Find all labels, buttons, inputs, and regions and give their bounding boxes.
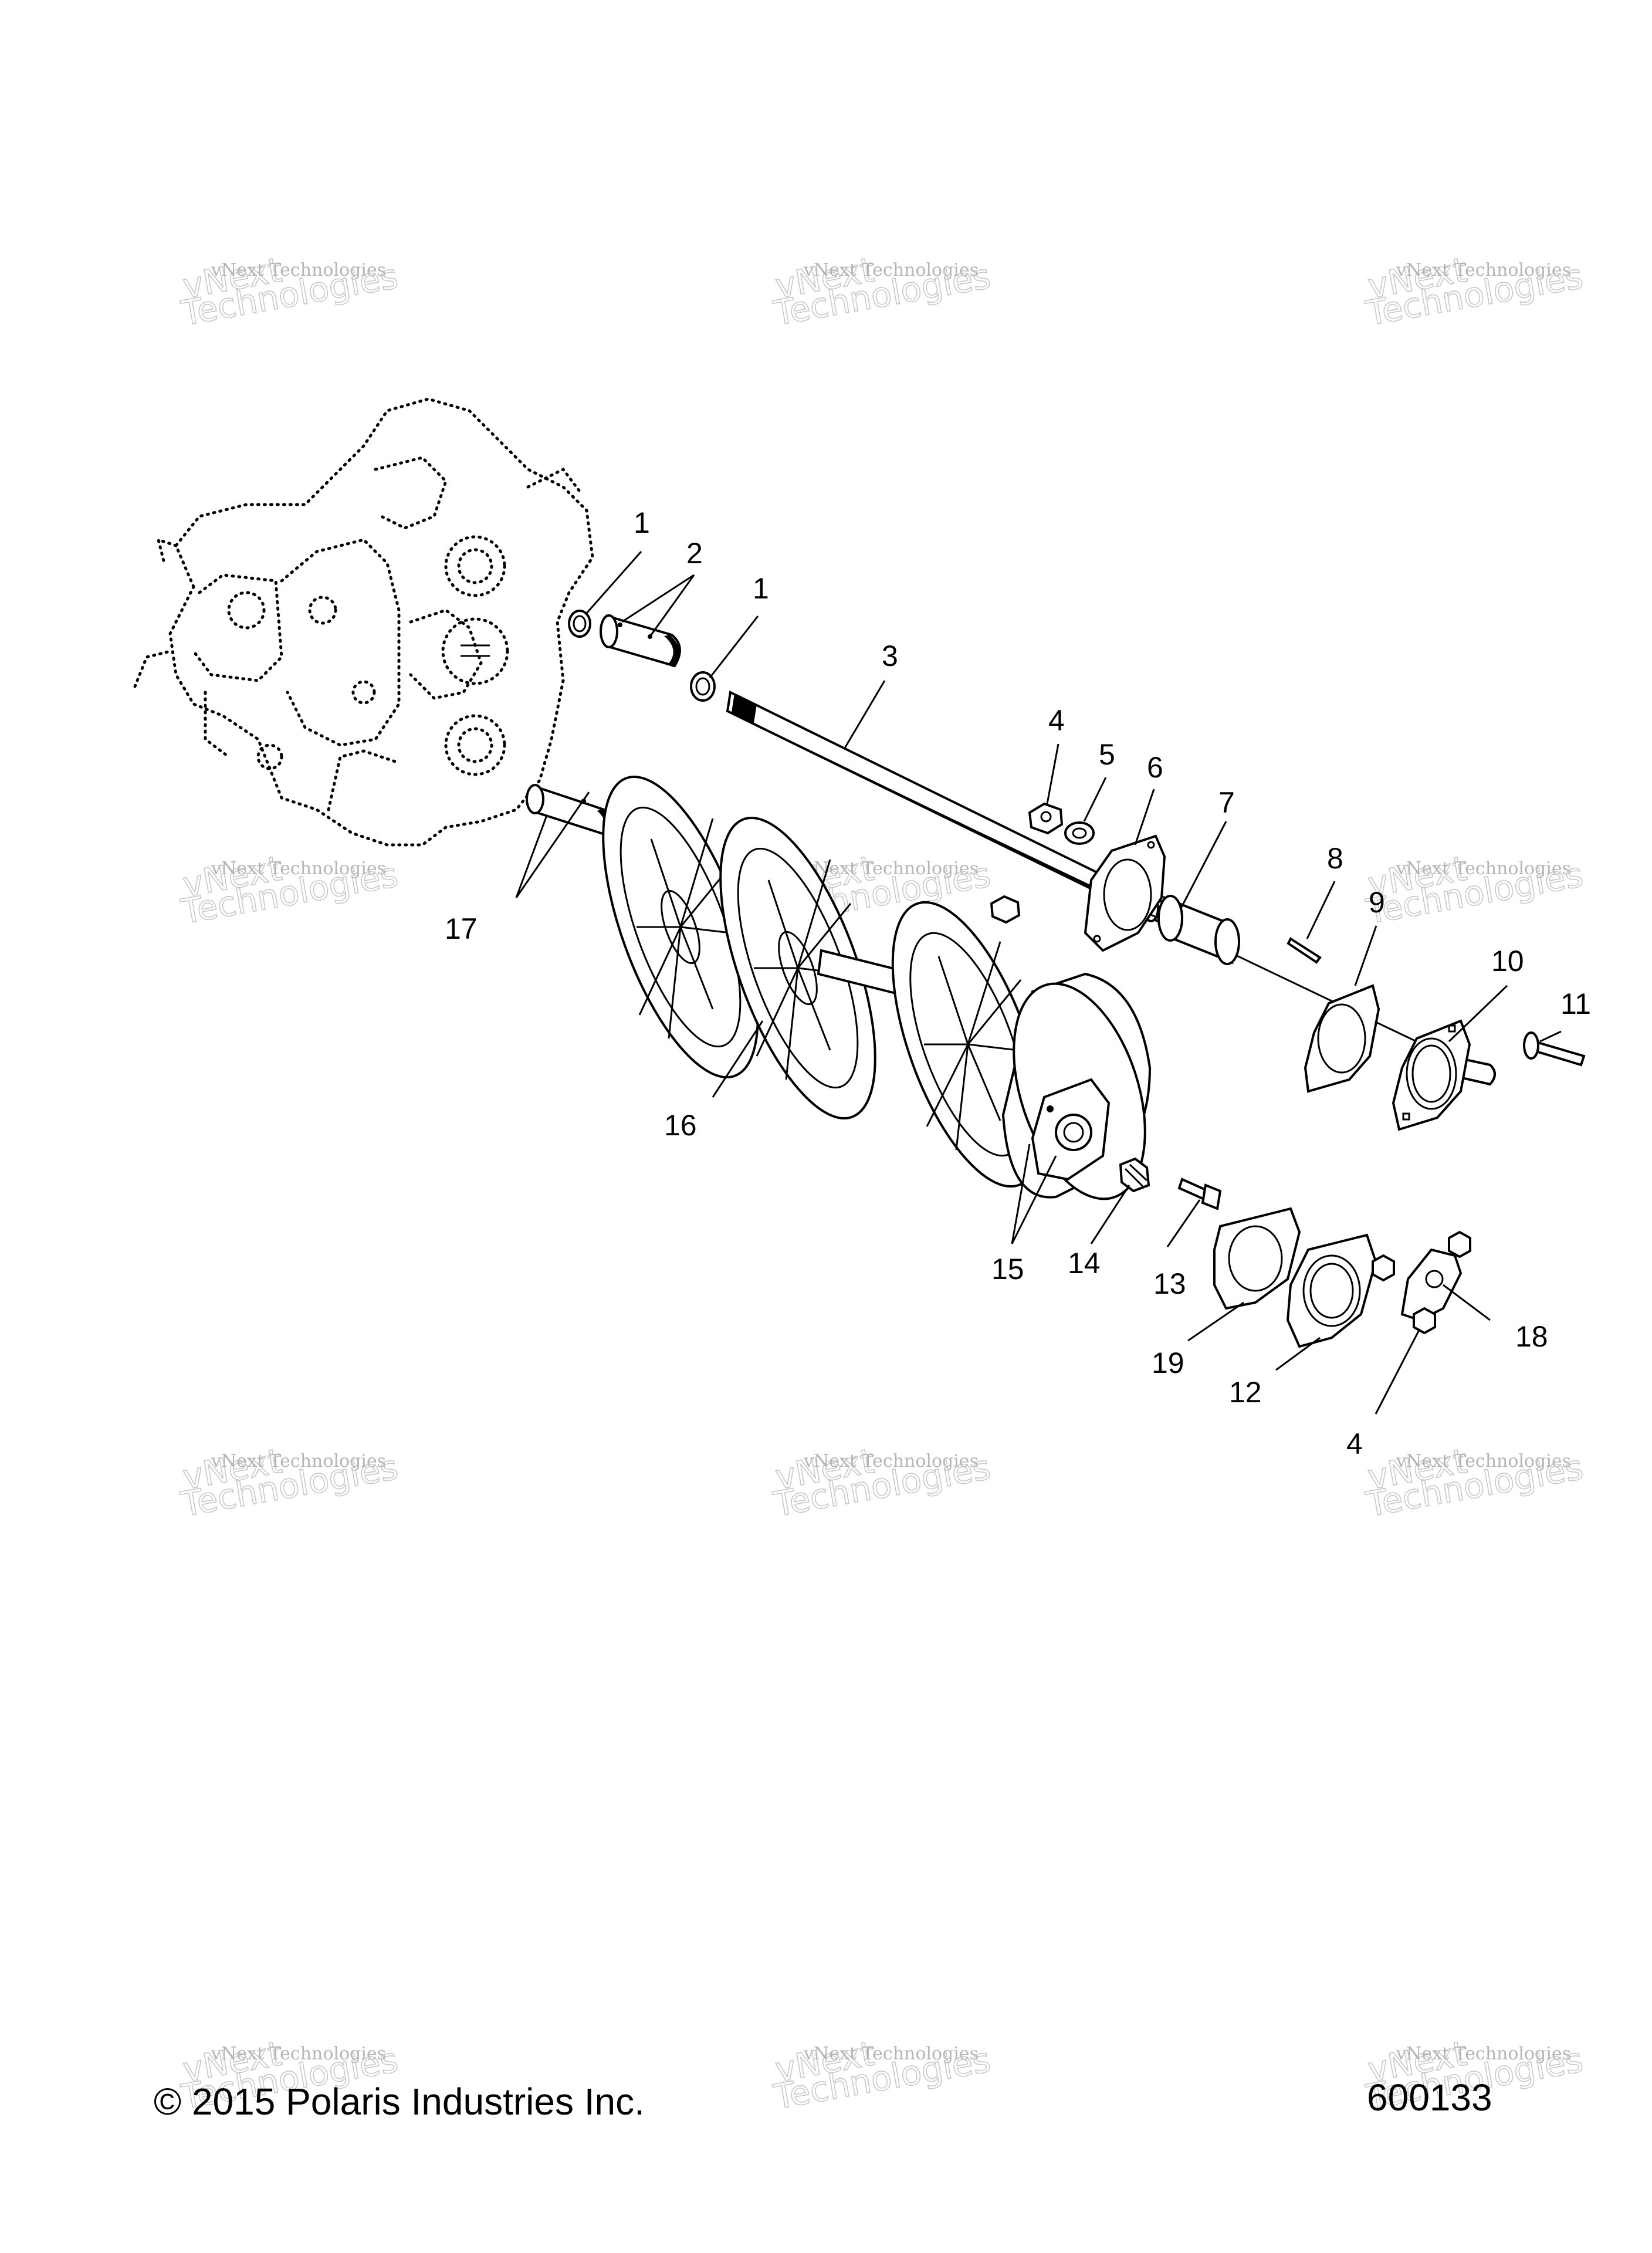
callout-17: 17 [445, 912, 478, 945]
nut-14 [1119, 1157, 1150, 1193]
bushing-17 [526, 784, 612, 838]
gearcase-phantom [133, 397, 594, 847]
watermark: vNext vNext Technologies Technologies [1363, 2033, 1586, 2117]
hub-7 [1157, 895, 1240, 965]
callout-16: 16 [664, 1109, 697, 1142]
svg-text:vNext Technologies: vNext Technologies [1396, 1451, 1571, 1471]
callout-9: 9 [1369, 886, 1385, 919]
gasket-19 [1213, 1207, 1301, 1310]
svg-text:vNext Technologies: vNext Technologies [211, 1451, 386, 1471]
drawing-number: 600133 [1367, 2076, 1492, 2119]
bearing-hub-15 [1031, 1078, 1111, 1181]
flange-12 [1286, 1233, 1377, 1348]
callout-2: 2 [686, 537, 703, 570]
callout-5: 5 [1099, 738, 1115, 771]
watermark: vNext vNext Technologies Technologies [178, 1440, 401, 1525]
nut-on-shaft [990, 895, 1021, 924]
callout-3: 3 [882, 640, 898, 672]
gasket-9 [1304, 984, 1380, 1093]
bracket-18 [1400, 1248, 1463, 1322]
svg-text:vNext Technologies: vNext Technologies [1396, 260, 1571, 280]
leader-lines [515, 551, 1562, 1415]
callout-15: 15 [991, 1253, 1024, 1286]
svg-text:vNext Technologies: vNext Technologies [803, 2044, 979, 2064]
callout-7: 7 [1218, 786, 1235, 819]
svg-text:vNext Technologies: vNext Technologies [803, 858, 979, 879]
svg-text:vNext Technologies: vNext Technologies [211, 260, 386, 280]
callout-18: 18 [1515, 1320, 1548, 1353]
svg-text:vNext Technologies: vNext Technologies [1396, 2044, 1571, 2064]
svg-text:vNext Technologies: vNext Technologies [803, 1451, 979, 1471]
watermark: vNext vNext Technologies Technologies [770, 249, 994, 334]
callout-13: 13 [1153, 1267, 1186, 1300]
drive-sprockets-16 [602, 775, 1152, 1200]
callout-4: 4 [1346, 1427, 1363, 1460]
svg-text:vNext Technologies: vNext Technologies [803, 260, 979, 280]
callout-1: 1 [634, 506, 650, 539]
nut-4-upper [1028, 802, 1064, 835]
bushing-2 [600, 614, 681, 668]
callout-1: 1 [753, 572, 769, 605]
copyright-notice: © 2015 Polaris Industries Inc. [154, 2081, 645, 2123]
watermark: vNext vNext Technologies Technologies [178, 848, 401, 932]
callout-14: 14 [1068, 1247, 1101, 1280]
nut-4-lower-set [1372, 1230, 1471, 1335]
watermark: vNext vNext Technologies Technologies [1363, 848, 1586, 932]
flange-10 [1392, 1019, 1471, 1131]
bolt-11 [1523, 1031, 1586, 1067]
seal-1-lower [690, 671, 716, 702]
bolt-13 [1177, 1178, 1222, 1210]
svg-text:vNext Technologies: vNext Technologies [1396, 858, 1571, 879]
callout-6: 6 [1147, 751, 1163, 784]
seal-1-upper [568, 610, 591, 638]
flange-6 [1084, 834, 1166, 952]
watermark: vNext vNext Technologies Technologies [770, 1440, 994, 1525]
watermark-layer: vNext vNext Technologies Technologies vN… [178, 249, 1586, 2117]
callout-10: 10 [1491, 945, 1524, 977]
watermark: vNext vNext Technologies Technologies [1363, 249, 1586, 334]
callout-labels: 1 2 1 3 4 5 6 7 8 9 10 11 16 17 15 14 13… [445, 506, 1591, 1460]
key-8 [1287, 937, 1322, 964]
svg-text:vNext Technologies: vNext Technologies [211, 858, 386, 879]
callout-11: 11 [1560, 987, 1591, 1020]
callout-19: 19 [1152, 1347, 1184, 1379]
watermark: vNext vNext Technologies Technologies [178, 249, 401, 334]
sprocket-middle [719, 816, 876, 1120]
callout-4: 4 [1048, 704, 1065, 737]
watermark: vNext vNext Technologies Technologies [1363, 1440, 1586, 1525]
svg-text:vNext Technologies: vNext Technologies [211, 2044, 386, 2064]
callout-8: 8 [1327, 842, 1343, 875]
washer-5 [1064, 821, 1095, 845]
callout-12: 12 [1229, 1376, 1262, 1409]
watermark: vNext vNext Technologies Technologies [770, 2033, 994, 2117]
